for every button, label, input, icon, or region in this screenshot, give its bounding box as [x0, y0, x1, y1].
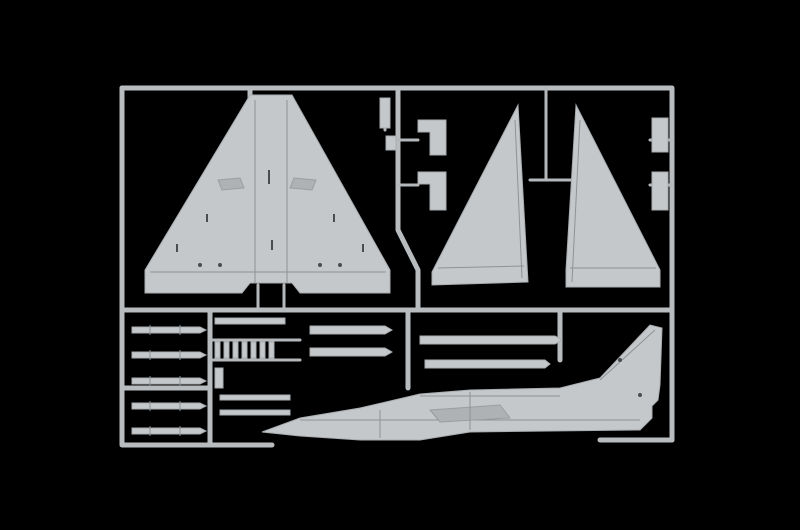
small-parts-grid: [214, 317, 291, 416]
fuselage-half: [261, 324, 663, 441]
sprue-frame: [119, 85, 675, 448]
upper-wing-left: [431, 103, 529, 286]
drop-tanks: [309, 325, 564, 369]
small-bracket-parts: [379, 97, 669, 211]
missile-rack: [131, 325, 208, 436]
lower-wing-panel: [144, 94, 391, 294]
upper-wing-right: [565, 103, 661, 288]
